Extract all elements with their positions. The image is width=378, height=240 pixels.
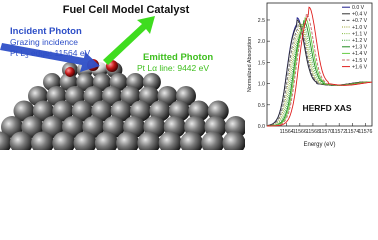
x-tick-label: 11570 xyxy=(319,129,333,135)
x-tick-label: 11576 xyxy=(358,129,372,135)
pt-atom xyxy=(179,131,203,150)
pt-atom xyxy=(120,86,141,106)
plot-frame xyxy=(266,2,373,127)
legend-label: +1.6 V xyxy=(352,64,368,70)
x-axis-label: Energy (eV) xyxy=(303,142,335,148)
diagram-title: Fuel Cell Model Catalyst xyxy=(63,4,190,16)
emitted-line1: Pt Lα line: 9442 eV xyxy=(137,63,209,73)
catalyst-diagram: Fuel Cell Model Catalyst Incident Photon… xyxy=(0,4,245,150)
x-tick-label: 11574 xyxy=(345,129,359,135)
pt-atom xyxy=(91,100,113,122)
legend-label: +1.2 V xyxy=(352,38,368,44)
pt-atom xyxy=(76,73,95,91)
legend-label: +1.0 V xyxy=(352,25,368,31)
y-tick-label: 2.5 xyxy=(258,18,265,24)
pt-atom xyxy=(52,131,76,150)
series-line xyxy=(266,21,372,127)
y-tick-label: 2.0 xyxy=(258,39,265,45)
chart-title: HERFD XAS xyxy=(302,103,351,113)
pt-atom xyxy=(52,100,74,122)
pt-atom-red xyxy=(65,67,75,77)
pt-atom xyxy=(21,116,44,138)
emitted-heading: Emitted Photon xyxy=(143,52,213,63)
legend-label: +1.4 V xyxy=(352,51,368,57)
pt-atom xyxy=(94,131,118,150)
legend-label: +1.3 V xyxy=(352,45,368,51)
pt-atom xyxy=(92,73,111,91)
pt-atom xyxy=(31,131,55,150)
pt-atom xyxy=(9,131,33,150)
legend-label: +1.5 V xyxy=(352,58,368,64)
x-tick-label: 11564 xyxy=(280,129,294,135)
legend-label: +1.1 V xyxy=(352,31,368,37)
incident-line2: Pt L3 edge: 11564 eV xyxy=(10,48,91,60)
y-tick-label: 1.0 xyxy=(258,82,265,88)
y-axis-label: Normalized Absorption xyxy=(247,37,253,92)
emitted-arrow xyxy=(103,16,155,65)
legend-label: 0.0 V xyxy=(352,5,365,11)
pt-atom xyxy=(102,86,122,106)
pt-atom xyxy=(158,131,182,150)
y-tick-label: 1.5 xyxy=(258,60,265,66)
y-tick-label: 0.5 xyxy=(258,103,265,109)
pt-atom xyxy=(0,131,12,150)
pt-atom xyxy=(201,131,225,150)
pt-atom xyxy=(32,100,54,122)
figure: Fuel Cell Model Catalyst Incident Photon… xyxy=(0,2,373,150)
incident-heading: Incident Photon xyxy=(10,26,82,37)
x-tick-label: 11566 xyxy=(293,129,307,135)
incident-line1: Grazing incidence xyxy=(10,37,78,47)
pt-atom xyxy=(73,131,97,150)
legend-label: +0.4 V xyxy=(352,12,368,18)
pt-atom xyxy=(116,131,140,150)
series-line xyxy=(267,6,372,127)
incident-arrow xyxy=(0,43,100,72)
pt-atom xyxy=(139,86,159,106)
pt-atom xyxy=(137,131,161,150)
x-tick-label: 11572 xyxy=(332,129,346,135)
pt-atom xyxy=(207,100,229,122)
pt-atom xyxy=(222,131,245,150)
y-tick-label: 0.0 xyxy=(258,124,265,130)
legend-label: +0.7 V xyxy=(352,18,368,24)
x-tick-label: 11568 xyxy=(306,129,320,135)
pt-atom xyxy=(13,100,35,122)
catalyst-spheres xyxy=(0,62,245,150)
pt-atom xyxy=(71,100,93,122)
